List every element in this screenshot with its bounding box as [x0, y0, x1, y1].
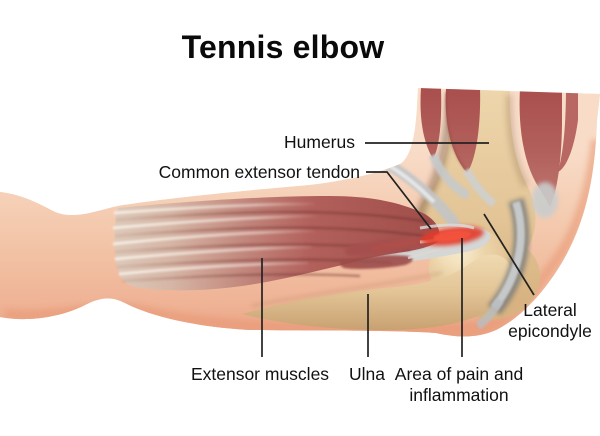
- ulna-bone: [242, 254, 513, 330]
- extensor-muscles-label: Extensor muscles: [190, 364, 330, 384]
- page-title: Tennis elbow: [181, 29, 385, 65]
- humerus-label: Humerus: [284, 132, 355, 152]
- common-extensor-tendon-leader-line: [366, 171, 432, 230]
- area-of-pain-line2: inflammation: [409, 385, 509, 405]
- leader-lines: [261, 142, 535, 357]
- upper-arm-muscles: [420, 88, 578, 330]
- lateral-epicondyle-line2: epicondyle: [508, 321, 592, 341]
- lateral-epicondyle-leader-line: [483, 213, 535, 296]
- extensor-muscles: [112, 196, 465, 291]
- area-of-pain-label: Area of pain and inflammation: [395, 364, 523, 406]
- area-of-pain-line1: Area of pain and: [394, 364, 524, 384]
- lateral-epicondyle-line1: Lateral: [523, 300, 577, 320]
- ulna-label: Ulna: [349, 364, 385, 384]
- common-extensor-tendon-label: Common extensor tendon: [158, 162, 360, 182]
- lateral-epicondyle-label: Lateral epicondyle: [508, 300, 592, 342]
